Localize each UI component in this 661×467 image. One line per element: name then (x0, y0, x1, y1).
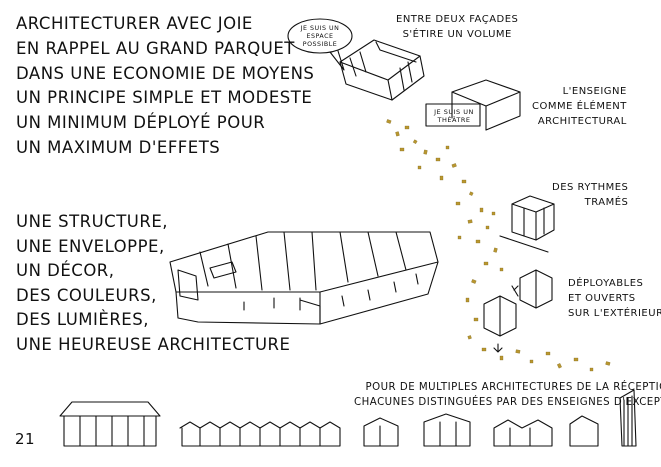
list-item: DES LUMIÈRES, (16, 310, 149, 330)
caption-reception: POUR DE MULTIPLES ARCHITECTURES DE LA RÉ… (354, 380, 661, 410)
caption-line: ENTRE DEUX FAÇADES (396, 14, 519, 25)
volume-sketch (339, 39, 425, 101)
list-item: UNE HEUREUSE ARCHITECTURE (16, 334, 291, 354)
gold-confetti (386, 119, 611, 372)
bubble-line: POSSIBLE (302, 41, 338, 48)
intro-line: UN MINIMUM DÉPLOYÉ POUR (16, 113, 266, 133)
caption-line: CHACUNES DISTINGUÉES PAR DES ENSEIGNES D… (354, 397, 661, 408)
page-number: 21 (15, 430, 36, 448)
caption-deployables: DÉPLOYABLES ET OUVERTS SUR L'EXTÉRIEUR (568, 276, 661, 321)
bottom-row-buildings (59, 389, 637, 447)
speech-bubble-text: JE SUIS UN ESPACE POSSIBLE (297, 25, 343, 49)
caption-line: ARCHITECTURAL (537, 116, 627, 127)
caption-line: S'ÉTIRE UN VOLUME (402, 29, 512, 40)
theatre-box-sketch (425, 79, 521, 131)
intro-line: UN PRINCIPE SIMPLE ET MODESTE (16, 88, 313, 108)
intro-line: EN RAPPEL AU GRAND PARQUET (16, 38, 295, 58)
bubble-line: JE SUIS UN (300, 25, 340, 32)
caption-facades: ENTRE DEUX FAÇADES S'ÉTIRE UN VOLUME (396, 12, 518, 42)
caption-line: POUR DE MULTIPLES ARCHITECTURES DE LA RÉ… (365, 382, 661, 393)
list-item: DES COULEURS, (16, 285, 157, 305)
bubble-line: ESPACE (306, 33, 334, 40)
list-item: UNE ENVELOPPE, (16, 236, 165, 256)
caption-line: ET OUVERTS (568, 293, 636, 304)
element-list: UNE STRUCTURE, UNE ENVELOPPE, UN DÉCOR, … (16, 210, 290, 358)
speech-bubble (287, 18, 353, 71)
intro-line: DANS UNE ECONOMIE DE MOYENS (16, 63, 315, 83)
caption-line: DES RYTHMES (552, 182, 629, 193)
caption-line: DÉPLOYABLES (568, 278, 644, 289)
list-item: UNE STRUCTURE, (16, 212, 168, 231)
intro-line: UN MAXIMUM D'EFFETS (16, 137, 221, 157)
main-building-sketch (169, 231, 439, 325)
intro-line: ARCHITECTURER AVEC JOIE (16, 14, 253, 33)
caption-enseigne: L'ENSEIGNE COMME ÉLÉMENT ARCHITECTURAL (532, 84, 627, 129)
caption-line: SUR L'EXTÉRIEUR (568, 308, 661, 319)
caption-line: COMME ÉLÉMENT (532, 101, 627, 112)
caption-line: L'ENSEIGNE (562, 86, 627, 97)
deployable-sketch (483, 269, 553, 353)
rhythm-cube-sketch (499, 195, 555, 253)
caption-line: TRAMÉS (584, 197, 629, 208)
intro-text: ARCHITECTURER AVEC JOIE EN RAPPEL AU GRA… (16, 12, 314, 161)
theatre-sign-text: JE SUIS UN THÉÂTRE (430, 108, 478, 124)
caption-rythmes: DES RYTHMES TRAMÉS (552, 180, 628, 210)
sign-line: JE SUIS UN (434, 108, 474, 116)
sign-line: THÉÂTRE (437, 116, 471, 124)
list-item: UN DÉCOR, (16, 261, 115, 281)
